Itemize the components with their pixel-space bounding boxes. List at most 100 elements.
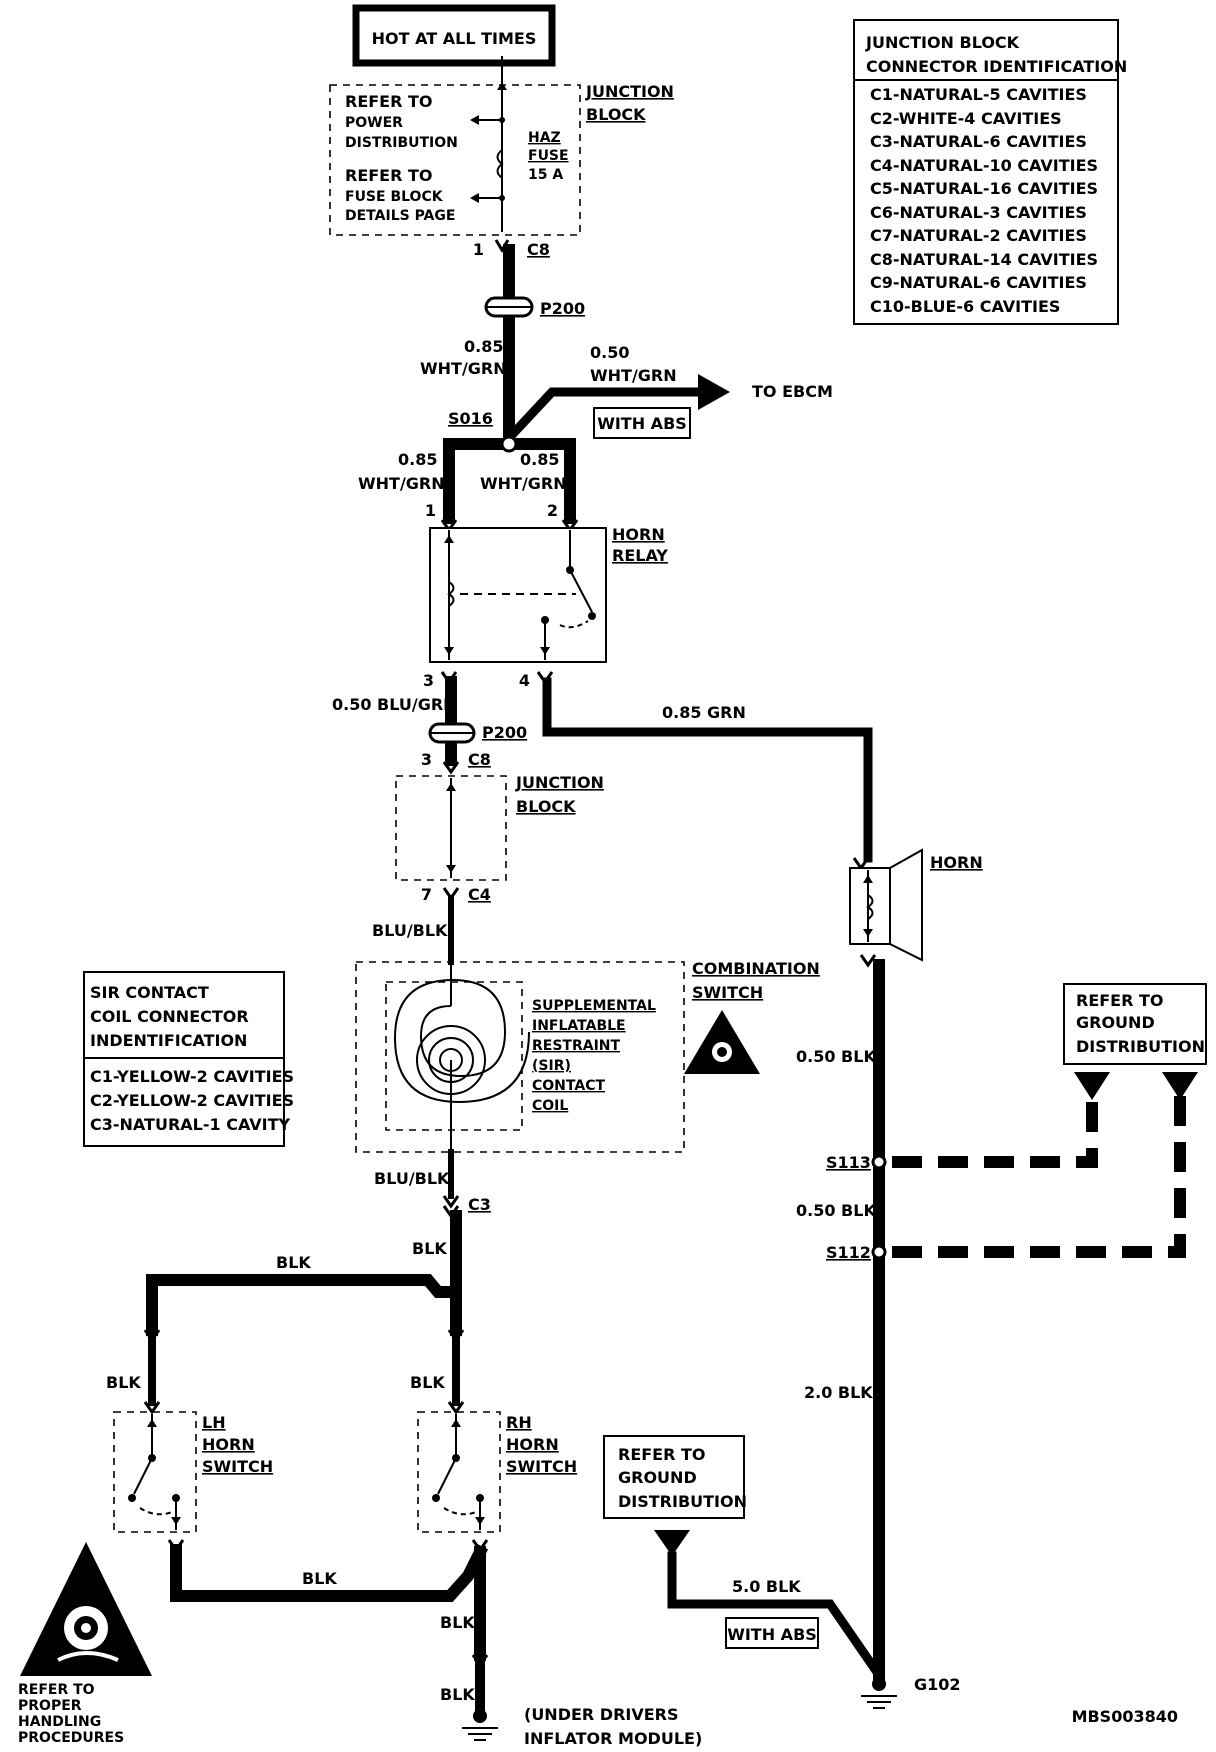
legend-item: C8-NATURAL-14 CAVITIES — [870, 250, 1098, 269]
feed-wire: P200 0.85 WHT/GRN — [420, 239, 585, 446]
lh-horn-switch: LH HORN SWITCH — [113, 1411, 273, 1553]
horn-relay-title-line1: HORN — [612, 525, 665, 544]
warning-line3: HANDLING — [18, 1714, 101, 1730]
left-relay-wire-color: WHT/GRN — [358, 474, 445, 493]
rh-horn-switch: RH HORN SWITCH — [417, 1411, 577, 1553]
horn-relay-title-line2: RELAY — [612, 546, 668, 565]
jb-mid-title-line1: JUNCTION — [515, 773, 604, 792]
sir-legend-title-line1: SIR CONTACT — [90, 983, 209, 1002]
lh-switch-line1: LH — [202, 1413, 226, 1432]
legend-item: C6-NATURAL-3 CAVITIES — [870, 203, 1087, 222]
sir-legend: SIR CONTACT COIL CONNECTOR INDENTIFICATI… — [83, 971, 294, 1147]
jb-top-pin-1: 1 — [473, 240, 484, 259]
s113-label: S113 — [826, 1153, 871, 1172]
lh-switch-line3: SWITCH — [202, 1457, 273, 1476]
refer-fuse-line1: REFER TO — [345, 166, 433, 185]
refer-fuse-line3: DETAILS PAGE — [345, 208, 455, 224]
jb-top-connector-c8: C8 — [527, 240, 550, 259]
relay-output-wire: 0.50 BLU/GRN P200 3 C8 — [332, 671, 527, 775]
airbag-handling-warning-icon — [20, 1542, 152, 1676]
horn-feed-wire: 0.85 GRN — [536, 671, 873, 863]
legend-item: C2-WHITE-4 CAVITIES — [870, 109, 1062, 128]
under-drivers-line1: (UNDER DRIVERS — [524, 1705, 679, 1724]
sir-line3: RESTRAINT — [532, 1038, 621, 1054]
wire-050-blk-1-label: 0.50 BLK — [796, 1047, 876, 1066]
relay-pin-3: 3 — [423, 671, 434, 690]
refer-power-line2: POWER — [345, 115, 403, 131]
wire-blublk-2-label: BLU/BLK — [374, 1169, 450, 1188]
doc-id: MBS003840 — [1072, 1707, 1178, 1726]
g102-ground-icon — [861, 1677, 897, 1709]
sir-line1: SUPPLEMENTAL — [532, 998, 656, 1014]
refer-power-line1: REFER TO — [345, 92, 433, 111]
legend-item: C10-BLUE-6 CAVITIES — [870, 297, 1060, 316]
refer-ground-bottom-line3: DISTRIBUTION — [618, 1492, 747, 1511]
sir-legend-title-line2: COIL CONNECTOR — [90, 1007, 249, 1026]
junction-block-mid: JUNCTION BLOCK 7 C4 BLU/BLK — [372, 773, 604, 965]
handling-warning: REFER TO PROPER HANDLING PROCEDURES — [18, 1542, 152, 1746]
junction-block-top: REFER TO POWER DISTRIBUTION REFER TO FUS… — [329, 56, 674, 259]
relay-pin-2: 2 — [547, 501, 558, 520]
airbag-warning-icon — [684, 1010, 760, 1074]
relay-pin-1: 1 — [425, 501, 436, 520]
connector-legend: JUNCTION BLOCK CONNECTOR IDENTIFICATION … — [853, 19, 1127, 325]
jb-mid-conn-c8: C8 — [468, 750, 491, 769]
horn-device: HORN — [849, 848, 983, 968]
legend-item: C1-NATURAL-5 CAVITIES — [870, 85, 1087, 104]
refer-ground-right-line1: REFER TO — [1076, 991, 1164, 1010]
warning-line4: PROCEDURES — [18, 1730, 124, 1746]
ebcm-branch: 0.50 WHT/GRN TO EBCM WITH ABS — [502, 343, 833, 445]
p200-top-label: P200 — [540, 299, 585, 318]
wire-085-grn-label: 0.85 GRN — [662, 703, 746, 722]
wire-050-whtgrn-label: WHT/GRN — [590, 366, 677, 385]
right-relay-wire-size: 0.85 — [520, 450, 559, 469]
with-abs-top-label: WITH ABS — [597, 414, 687, 433]
hot-at-all-times-label: HOT AT ALL TIMES — [372, 29, 537, 48]
ground-symbol-icon — [462, 1709, 498, 1741]
left-relay-wire-size: 0.85 — [398, 450, 437, 469]
junction-block-title-line2: BLOCK — [586, 105, 646, 124]
wire-50-blk-label: 5.0 BLK — [732, 1577, 801, 1596]
legend-item: C5-NATURAL-16 CAVITIES — [870, 179, 1098, 198]
to-ebcm-label: TO EBCM — [752, 382, 833, 401]
warning-line1: REFER TO — [18, 1682, 95, 1698]
wire-blublk-1-label: BLU/BLK — [372, 921, 448, 940]
horn-label: HORN — [930, 853, 983, 872]
jb-mid-pin-3: 3 — [421, 750, 432, 769]
with-abs-bottom-label: WITH ABS — [727, 1625, 817, 1644]
wire-blk-down1-label: BLK — [440, 1613, 475, 1632]
refer-ground-bottom-line2: GROUND — [618, 1468, 697, 1487]
sir-legend-item: C2-YELLOW-2 CAVITIES — [90, 1091, 294, 1110]
sir-line2: INFLATABLE — [532, 1018, 626, 1034]
wire-blk-top-left-label: BLK — [276, 1253, 311, 1272]
wire-blk-lh-label: BLK — [106, 1373, 141, 1392]
switch-ground-wire: BLK BLK BLK (UNDER DRIVERS INFLATOR MODU… — [170, 1543, 702, 1748]
hot-at-all-times-box: HOT AT ALL TIMES — [352, 4, 556, 67]
jb-mid-title-line2: BLOCK — [516, 797, 576, 816]
horn-relay: HORN RELAY 3 4 — [423, 525, 668, 690]
sir-line4: (SIR) — [532, 1058, 571, 1074]
refer-ground-right-line2: GROUND — [1076, 1013, 1155, 1032]
s016-label: S016 — [448, 409, 493, 428]
combination-switch: SUPPLEMENTAL INFLATABLE RESTRAINT (SIR) … — [355, 959, 820, 1153]
legend-item: C3-NATURAL-6 CAVITIES — [870, 132, 1087, 151]
legend-item: C4-NATURAL-10 CAVITIES — [870, 156, 1098, 175]
wire-whtgrn-label: WHT/GRN — [420, 359, 507, 378]
refer-ground-bottom-line1: REFER TO — [618, 1445, 706, 1464]
conn-c3-label: C3 — [468, 1195, 491, 1214]
lh-switch-line2: HORN — [202, 1435, 255, 1454]
p200-mid-label: P200 — [482, 723, 527, 742]
haz-fuse-line1: HAZ — [528, 130, 561, 146]
wire-085-label: 0.85 — [464, 337, 503, 356]
rh-switch-line3: SWITCH — [506, 1457, 577, 1476]
under-drivers-line2: INFLATOR MODULE) — [524, 1729, 702, 1748]
wire-20-blk-label: 2.0 BLK — [804, 1383, 873, 1402]
refer-ground-right-line3: DISTRIBUTION — [1076, 1037, 1205, 1056]
refer-fuse-line2: FUSE BLOCK — [345, 189, 444, 205]
ground-distribution-links: REFER TO GROUND DISTRIBUTION — [892, 983, 1207, 1258]
horn-ground-wire: 0.50 BLK 0.50 BLK 2.0 BLK S113 S112 — [796, 959, 887, 1681]
wire-050-blugrn-label: 0.50 BLU/GRN — [332, 695, 457, 714]
relay-pin-4: 4 — [519, 671, 530, 690]
rh-switch-line1: RH — [506, 1413, 532, 1432]
